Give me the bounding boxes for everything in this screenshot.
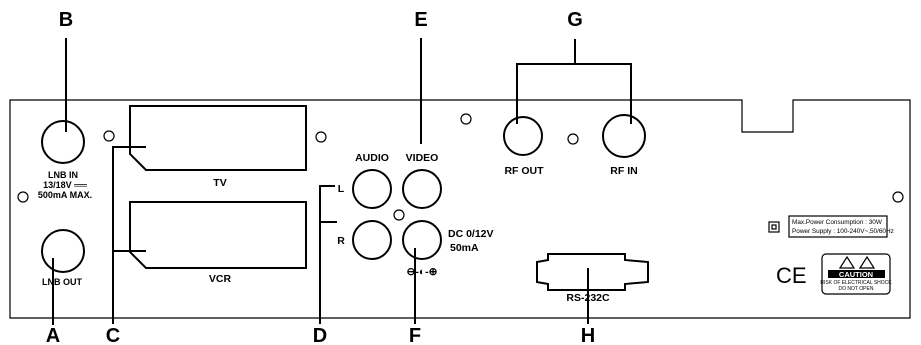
callout-a: A xyxy=(46,325,60,345)
lnb-spec-1: 13/18V ══ xyxy=(43,180,87,190)
lnb-in-label: LNB IN xyxy=(48,170,78,180)
leader-c xyxy=(112,146,146,324)
panel-hole-2 xyxy=(315,131,327,143)
dc-label-2: 50mA xyxy=(450,242,479,254)
lnb-out-label: LNB OUT xyxy=(42,277,82,287)
panel-outline xyxy=(9,99,911,319)
leader-g xyxy=(516,63,632,124)
callout-e: E xyxy=(414,9,427,31)
caution-text: CAUTION xyxy=(839,270,873,279)
callout-lines xyxy=(52,38,632,325)
caution-line-2: DO NOT OPEN xyxy=(839,286,874,292)
power-consumption-text: Max.Power Consumption : 30W xyxy=(792,219,883,226)
callout-g: G xyxy=(567,9,583,31)
caution-band xyxy=(828,270,885,278)
rf-out-label: RF OUT xyxy=(504,165,544,177)
caution-label-box xyxy=(821,253,891,295)
audio-l-label: L xyxy=(338,183,345,195)
callout-c: C xyxy=(106,325,120,345)
vcr-scart-connector xyxy=(129,201,307,269)
rf-in-label: RF IN xyxy=(610,165,637,177)
rs232c-connector xyxy=(536,253,649,291)
lnb-out-connector xyxy=(41,229,85,273)
dc-jack xyxy=(402,220,442,260)
callout-b: B xyxy=(59,9,73,31)
mount-hole-left xyxy=(17,191,29,203)
panel-hole-4 xyxy=(567,133,579,145)
tv-label: TV xyxy=(213,177,226,189)
ce-mark: CE xyxy=(776,263,807,288)
rf-out-connector xyxy=(503,116,543,156)
callout-h: H xyxy=(581,325,595,345)
caution-line-1: RISK OF ELECTRICAL SHOCK xyxy=(820,280,892,286)
double-insulation-symbol xyxy=(768,221,780,233)
panel-hole-1 xyxy=(103,130,115,142)
dc-label-1: DC 0/12V xyxy=(448,228,494,240)
polarity-symbol: ⊖-◐-⊕ xyxy=(407,266,438,278)
panel-hole-3 xyxy=(460,113,472,125)
rating-label-box xyxy=(788,215,888,238)
double-insulation-inner xyxy=(771,224,777,230)
video-label: VIDEO xyxy=(406,152,439,164)
exclamation-warning-icon xyxy=(858,255,876,269)
callout-f: F xyxy=(409,325,421,345)
mount-hole-right xyxy=(892,191,904,203)
center-hole xyxy=(393,209,405,221)
audio-label: AUDIO xyxy=(355,152,389,164)
audio-l-jack xyxy=(352,169,392,209)
tv-scart-connector xyxy=(129,105,307,171)
rf-in-connector xyxy=(602,114,646,158)
vcr-label: VCR xyxy=(209,273,232,285)
lnb-spec-2: 500mA MAX. xyxy=(38,190,92,200)
audio-r-jack xyxy=(352,220,392,260)
video-jack xyxy=(402,169,442,209)
leader-d xyxy=(319,185,335,324)
callout-d: D xyxy=(313,325,327,345)
audio-r-label: R xyxy=(337,235,345,247)
power-supply-text: Power Supply : 100-240V~,50/60Hz xyxy=(792,228,894,235)
lnb-in-connector xyxy=(41,120,85,164)
shock-warning-icon xyxy=(838,255,856,269)
